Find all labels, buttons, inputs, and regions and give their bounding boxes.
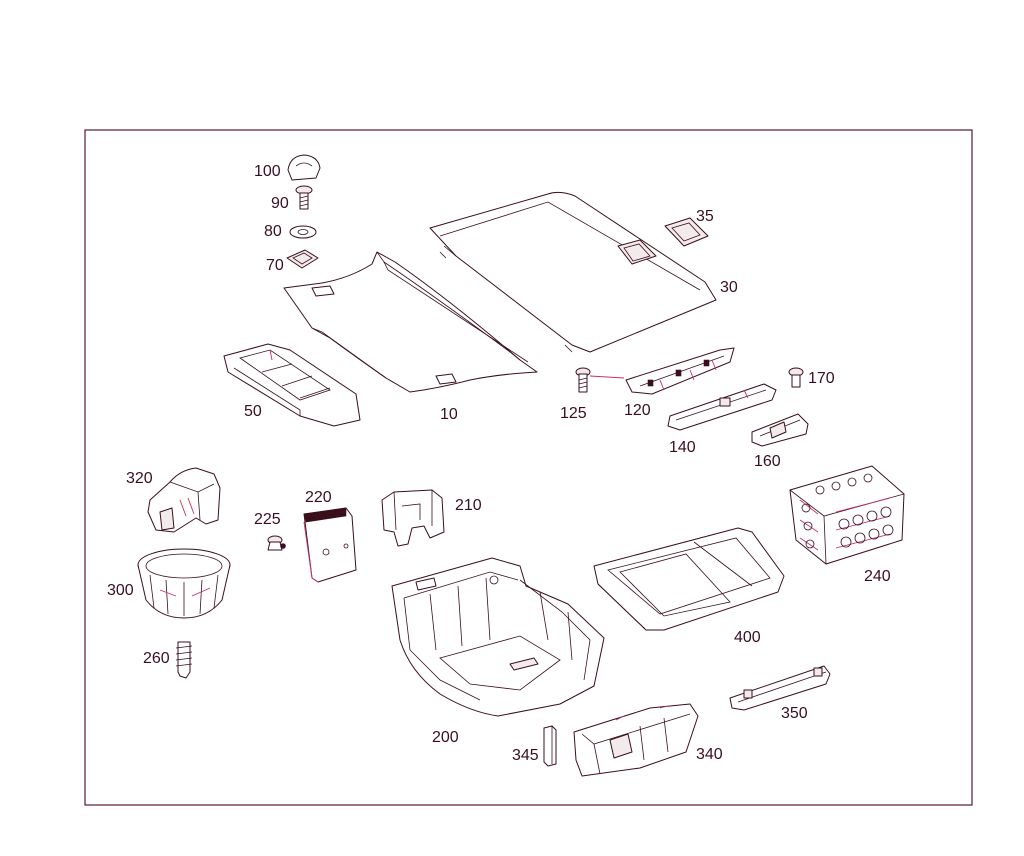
label-210: 210 [455, 497, 482, 514]
label-200: 200 [432, 729, 459, 746]
label-10: 10 [440, 406, 458, 423]
part-210-bracket [381, 489, 445, 547]
part-350-rail [729, 665, 831, 711]
label-120: 120 [624, 402, 651, 419]
label-345: 345 [512, 747, 539, 764]
label-340: 340 [696, 746, 723, 763]
part-90-screw [295, 185, 313, 210]
part-125-screw [575, 367, 625, 393]
part-400-tray [593, 527, 785, 631]
part-240-crate [789, 465, 905, 565]
label-350: 350 [781, 705, 808, 722]
part-50-side-box [223, 343, 361, 427]
label-240: 240 [864, 568, 891, 585]
part-260-spring [175, 641, 193, 679]
label-90: 90 [271, 195, 289, 212]
part-320-pump [147, 467, 221, 533]
label-100: 100 [254, 163, 281, 180]
label-320: 320 [126, 470, 153, 487]
part-120-trim-strip [625, 347, 735, 395]
part-80-washer [289, 225, 317, 239]
part-345-post [543, 725, 557, 767]
part-170-screw [788, 367, 804, 388]
label-260: 260 [143, 650, 170, 667]
label-125: 125 [560, 405, 587, 422]
label-35: 35 [696, 208, 714, 225]
label-70: 70 [266, 257, 284, 274]
part-35-bezel [664, 217, 709, 247]
part-100-cap [287, 154, 321, 181]
label-300: 300 [107, 582, 134, 599]
part-340-holder [573, 703, 699, 777]
part-160-bracket [751, 413, 809, 447]
label-225: 225 [254, 511, 281, 528]
label-140: 140 [669, 439, 696, 456]
part-220-cover-plate [303, 507, 357, 583]
label-50: 50 [244, 403, 262, 420]
label-30: 30 [720, 279, 738, 296]
label-80: 80 [264, 223, 282, 240]
crate-mesh-pattern [801, 473, 894, 549]
part-300-bowl [137, 548, 231, 619]
part-140-rail [667, 383, 777, 431]
part-30-floor-panel [429, 191, 717, 353]
part-labels: 100 90 80 70 35 30 50 10 125 120 170 140… [107, 163, 891, 764]
diagram-frame [84, 129, 973, 806]
label-170: 170 [808, 370, 835, 387]
part-200-tub [391, 557, 605, 717]
label-160: 160 [754, 453, 781, 470]
part-10-floor-panel [283, 251, 538, 393]
part-225-fastener [267, 535, 286, 551]
label-220: 220 [305, 489, 332, 506]
part-70-clip [286, 249, 319, 269]
label-400: 400 [734, 629, 761, 646]
